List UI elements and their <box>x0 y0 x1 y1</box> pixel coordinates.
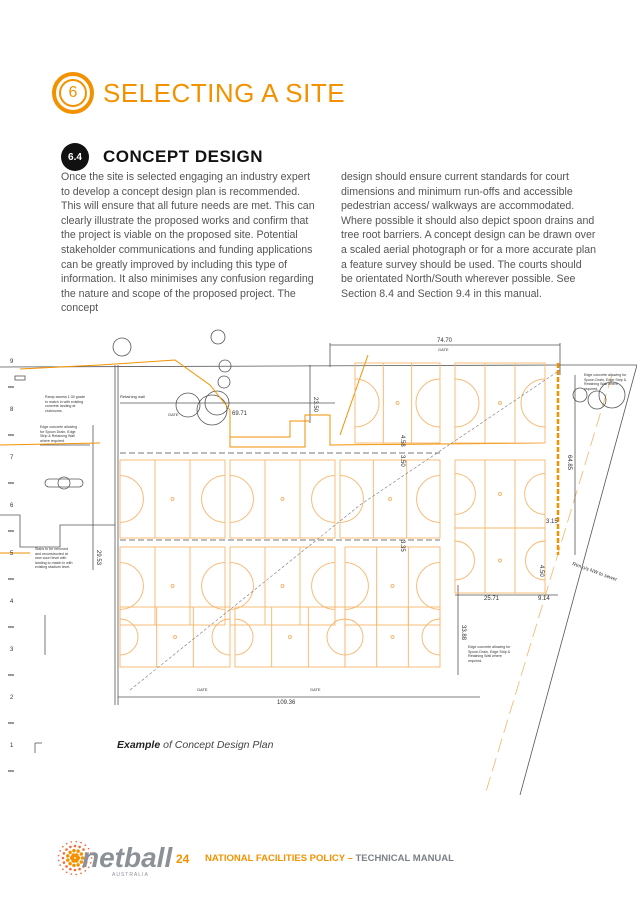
dim-4-50: 4.50 <box>538 565 544 577</box>
dim-mid-width: 69.71 <box>232 411 248 417</box>
stairs-note: Stairs to be removed and reconstructed a… <box>35 547 73 569</box>
gate-label-top: GATE <box>438 347 449 352</box>
section-number: 6 <box>59 79 87 107</box>
section-number-badge: 6 <box>52 72 94 114</box>
netball-sunburst-logo-icon <box>57 840 93 876</box>
gate-label: GATE <box>197 687 208 692</box>
grid-number: 6 <box>10 503 14 509</box>
dim-33-88: 33.88 <box>460 625 466 641</box>
dim-top-width: 74.70 <box>437 338 453 344</box>
figure-caption: Example of Concept Design Plan <box>117 739 273 751</box>
grid-number: 9 <box>10 359 14 365</box>
netball-court <box>454 362 546 444</box>
grid-number: 3 <box>10 647 14 653</box>
netball-court <box>454 527 546 594</box>
netball-court <box>339 459 441 539</box>
ramp-note: Ramp access 1:30 grade to match in with … <box>45 395 85 413</box>
body-column-2: design should ensure current standards f… <box>341 171 596 300</box>
dim-23-50: 23.50 <box>312 397 318 413</box>
netball-court <box>344 546 441 626</box>
gate-label: GATE <box>168 412 179 417</box>
netball-court <box>454 459 546 529</box>
grid-number: 2 <box>10 695 14 701</box>
footer-title-orange: NATIONAL FACILITIES POLICY – <box>205 853 356 864</box>
netball-court <box>119 606 231 668</box>
netball-court <box>229 459 336 539</box>
body-column-1: Once the site is selected engaging an in… <box>61 171 315 315</box>
netball-court <box>344 606 441 668</box>
boundary-diagonal <box>519 364 637 795</box>
netball-court <box>234 606 346 668</box>
dim-9-14: 9.14 <box>538 596 550 602</box>
grid-number: 4 <box>10 599 14 605</box>
boundary-line <box>0 364 561 368</box>
netball-court <box>119 546 226 626</box>
subsection-title: CONCEPT DESIGN <box>103 147 264 166</box>
gate-label: GATE <box>310 687 321 692</box>
grid-number: 7 <box>10 455 14 461</box>
subsection-number-badge: 6.4 <box>61 143 89 171</box>
dim-bottom-width: 109.36 <box>277 700 296 706</box>
netball-court <box>229 546 336 626</box>
netball-court <box>354 362 441 444</box>
grid-number: 1 <box>10 743 14 749</box>
retaining-wall-label: Retaining wall <box>120 394 145 399</box>
caption-bold: Example <box>117 739 161 751</box>
caption-rest: of Concept Design Plan <box>160 739 274 751</box>
grid-number: 8 <box>10 407 14 413</box>
edge-concrete-note-bottom: Edge concrete allowing for Spoon Drain, … <box>468 645 511 663</box>
page-number: 24 <box>176 852 190 866</box>
grid-number: 5 <box>10 551 14 557</box>
netball-court <box>119 459 226 539</box>
footer-title-grey: TECHNICAL MANUAL <box>355 853 454 864</box>
dim-3-35: 3.35 <box>399 540 405 552</box>
dim-gap: 3.15 <box>546 519 558 525</box>
concept-design-plan: 9 8 7 6 5 4 3 2 1 74.70 GATE 69.71 23.50 64.85 3… <box>0 329 637 795</box>
dim-3-50: 3.50 <box>399 455 405 467</box>
dim-25-71: 25.71 <box>484 596 500 602</box>
logo-subtitle: AUSTRALIA <box>112 872 149 878</box>
footer-title: NATIONAL FACILITIES POLICY – TECHNICAL M… <box>205 853 454 864</box>
dim-right-height: 64.85 <box>566 455 572 471</box>
dim-4-58: 4.58 <box>399 435 405 447</box>
edge-concrete-note-right: Edge concrete allowing for Spoon Drain, … <box>584 373 627 391</box>
logo-wordmark: netball <box>82 842 173 873</box>
section-title: SELECTING A SITE <box>103 78 346 108</box>
dim-left-height: 29.53 <box>95 550 101 566</box>
edge-concrete-note-left: Edge concrete allowing for Spoon Drain, … <box>40 425 78 443</box>
